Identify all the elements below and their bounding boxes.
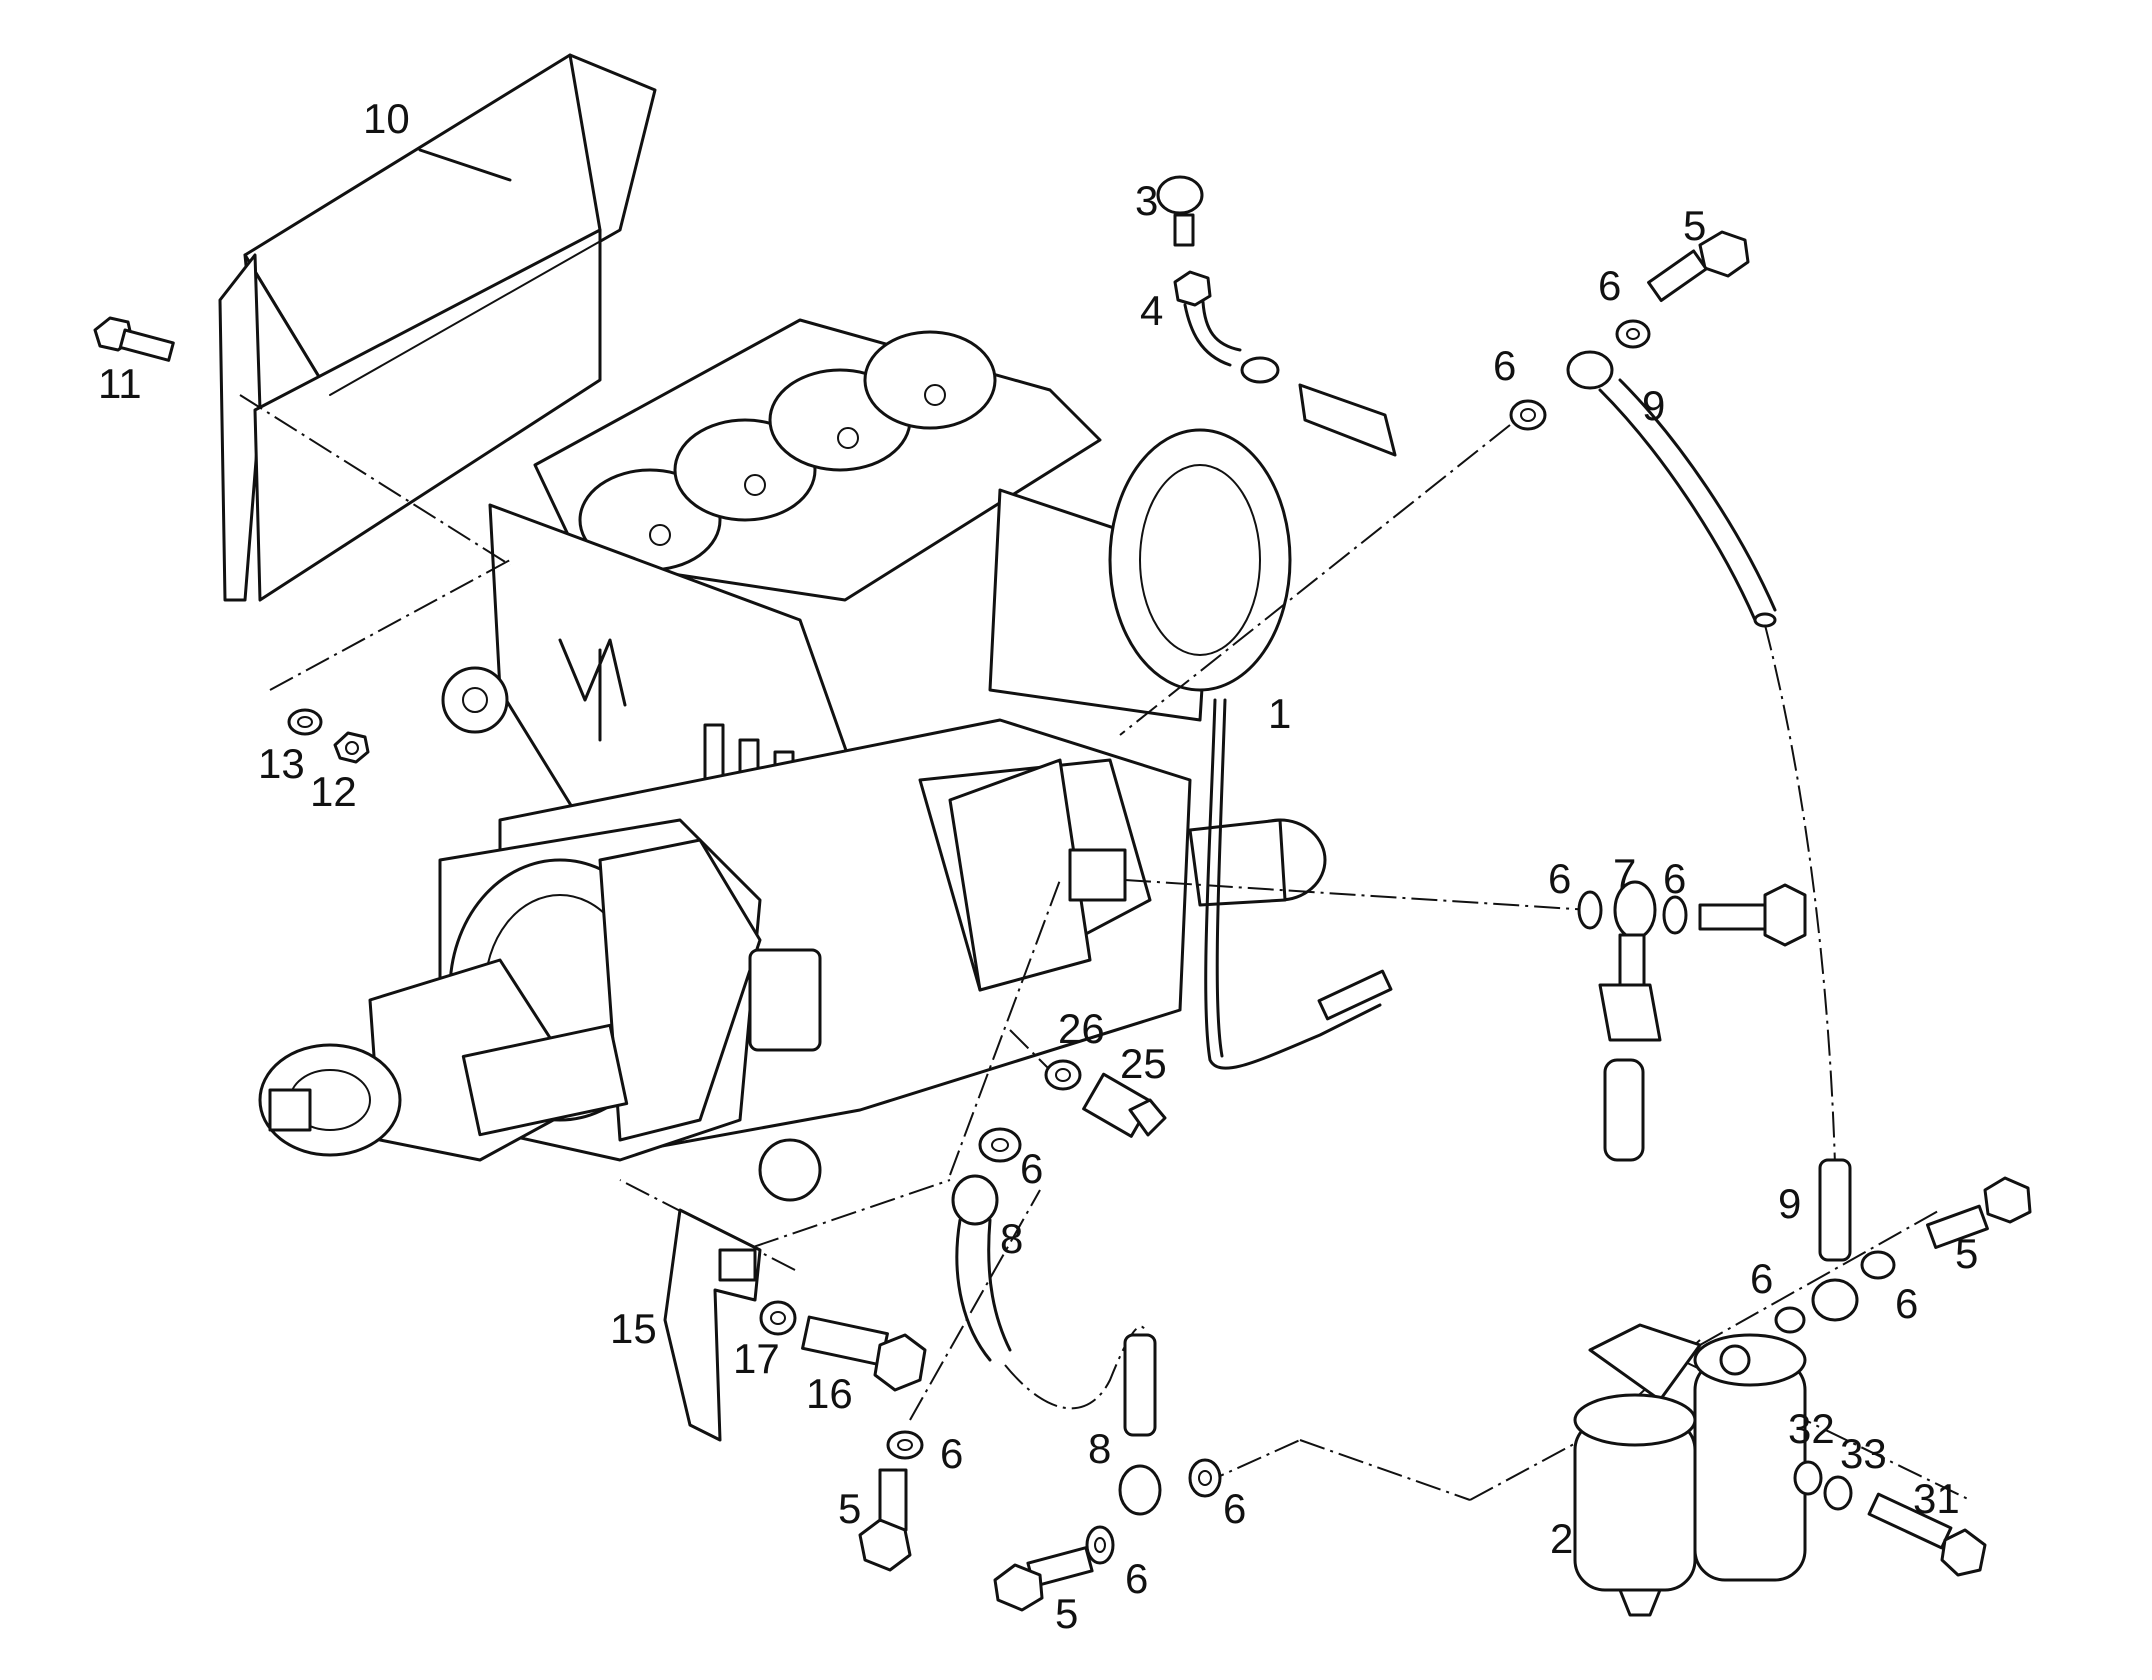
elbow-fitting-4 <box>1173 270 1397 457</box>
washer-6-lower-c <box>1188 1458 1222 1498</box>
banjo-bolt-5-right <box>1926 1176 2032 1250</box>
engine-block <box>258 318 1393 1202</box>
bolt-11 <box>93 316 175 362</box>
callout-17: 17 <box>733 1335 780 1382</box>
washer-6-lower-d <box>1085 1525 1115 1565</box>
nut-12 <box>333 731 370 764</box>
banjo-fitting-3 <box>1156 175 1204 247</box>
callout-5-top: 5 <box>1683 202 1706 249</box>
callout-31: 31 <box>1913 1475 1960 1522</box>
bolt-16 <box>801 1315 927 1392</box>
washer-17 <box>759 1300 797 1336</box>
washer-6-mid-right <box>1662 895 1688 935</box>
callout-2: 2 <box>1550 1515 1573 1562</box>
callout-16: 16 <box>806 1370 853 1417</box>
washer-6-right-a <box>1860 1250 1896 1280</box>
fuel-filter-2 <box>1573 1323 1807 1617</box>
fuel-hose-8-right <box>1118 1333 1162 1516</box>
bracket-15 <box>663 1208 762 1442</box>
washer-6-top-a <box>1615 319 1651 349</box>
banjo-bolt-mid <box>1698 883 1807 947</box>
callout-8-right: 8 <box>1088 1425 1111 1472</box>
banjo-bolt-5-lower-left <box>858 1468 912 1572</box>
callout-6-top-b: 6 <box>1493 342 1516 389</box>
washer-6-lower-b <box>886 1430 924 1460</box>
washer-6-mid-left <box>1577 890 1603 930</box>
callout-6-lower-c: 6 <box>1223 1485 1246 1532</box>
washer-6-lower-a <box>978 1127 1022 1163</box>
sensor-25 <box>1082 1072 1167 1138</box>
fuel-hose-8-left <box>951 1174 1146 1410</box>
callout-labels: 10 11 3 4 5 6 6 9 1 13 12 6 7 6 26 25 6 … <box>98 95 1978 1637</box>
callout-6-lower-d: 6 <box>1125 1555 1148 1602</box>
callout-5-lower-left: 5 <box>838 1485 861 1532</box>
callout-25: 25 <box>1120 1040 1167 1087</box>
callout-1: 1 <box>1268 690 1291 737</box>
fuel-hose-9-right <box>1811 1158 1859 1322</box>
callout-6-mid-a: 6 <box>1548 855 1571 902</box>
callout-12: 12 <box>310 768 357 815</box>
callout-6-lower-a: 6 <box>1020 1145 1043 1192</box>
callout-32: 32 <box>1788 1405 1835 1452</box>
callout-13: 13 <box>258 740 305 787</box>
banjo-bolt-5-top <box>1647 230 1750 302</box>
callout-26: 26 <box>1058 1005 1105 1052</box>
callout-6-top-a: 6 <box>1598 262 1621 309</box>
washer-6-right-b <box>1774 1306 1806 1334</box>
air-duct-part <box>218 53 657 602</box>
washer-6-top-b <box>1509 399 1547 431</box>
callout-7: 7 <box>1613 850 1636 897</box>
washer-26 <box>1044 1059 1082 1091</box>
callout-6-right-a: 6 <box>1750 1255 1773 1302</box>
callout-6-right-b: 6 <box>1895 1280 1918 1327</box>
banjo-fitting-7 <box>1598 880 1662 1162</box>
fuel-hose-9-top <box>1566 350 1836 1166</box>
callout-4: 4 <box>1140 287 1163 334</box>
callout-5-lower-right: 5 <box>1055 1590 1078 1637</box>
callout-5-right: 5 <box>1955 1230 1978 1277</box>
washer-33 <box>1823 1475 1853 1511</box>
callout-33: 33 <box>1840 1430 1887 1477</box>
bolt-31 <box>1867 1492 1987 1577</box>
callout-3: 3 <box>1135 177 1158 224</box>
callout-6-mid-b: 6 <box>1663 855 1686 902</box>
callout-9-top: 9 <box>1642 382 1665 429</box>
washer-32 <box>1793 1460 1823 1496</box>
callout-8-left: 8 <box>1000 1215 1023 1262</box>
callout-9-right: 9 <box>1778 1180 1801 1227</box>
callout-15: 15 <box>610 1305 657 1352</box>
washer-13 <box>287 708 323 736</box>
callout-6-lower-b: 6 <box>940 1430 963 1477</box>
callout-11: 11 <box>98 360 142 407</box>
callout-10: 10 <box>363 95 410 142</box>
banjo-bolt-5-lower-right <box>993 1546 1094 1612</box>
